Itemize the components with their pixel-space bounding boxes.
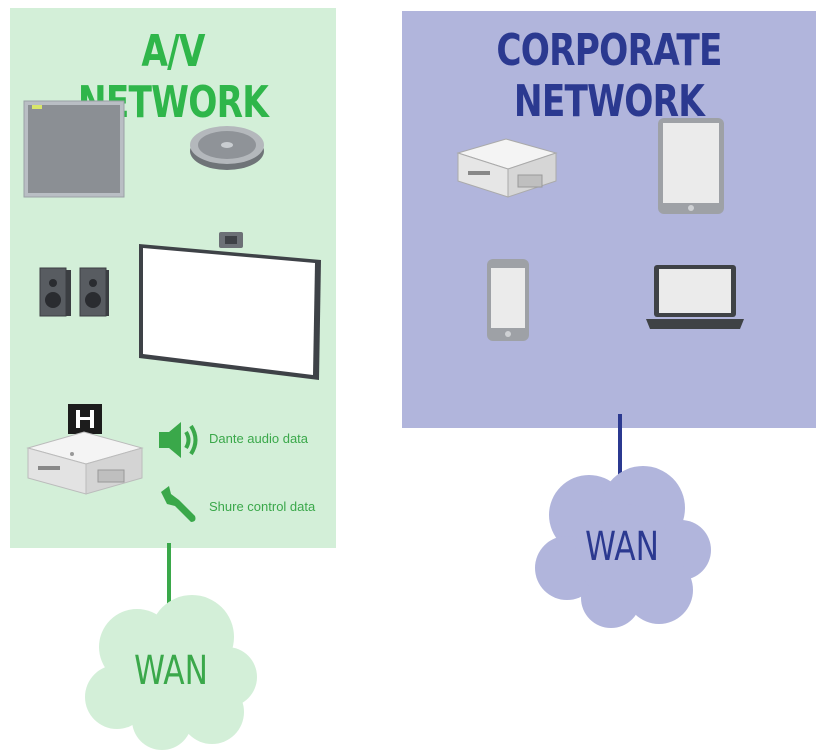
laptop-icon: [644, 263, 746, 331]
av-network-panel: A/V NETWORK: [10, 8, 336, 548]
corporate-wan-cloud: WAN: [531, 460, 713, 630]
display-with-camera-icon: [135, 230, 325, 382]
tablet-icon: [657, 117, 725, 215]
processor-icon: [24, 404, 146, 496]
wrench-icon: [157, 484, 199, 526]
av-wan-connector: [167, 543, 171, 615]
speakers-icon: [38, 266, 110, 320]
tabletop-microphone-icon: [188, 121, 266, 173]
control-legend-label: Shure control data: [209, 499, 316, 514]
mini-pc-icon: [456, 131, 560, 201]
audio-legend-label: Dante audio data: [209, 431, 309, 446]
av-wan-cloud: WAN: [82, 592, 260, 752]
corporate-network-panel: CORPORATE NETWORK: [402, 11, 816, 428]
av-wan-label: WAN: [134, 648, 208, 694]
speaker-sound-icon: [157, 420, 201, 460]
smartphone-icon: [486, 258, 530, 342]
corporate-network-title: CORPORATE NETWORK: [496, 25, 722, 127]
ceiling-microphone-icon: [23, 100, 125, 198]
corporate-wan-label: WAN: [585, 524, 659, 570]
corporate-wan-connector: [618, 414, 622, 486]
